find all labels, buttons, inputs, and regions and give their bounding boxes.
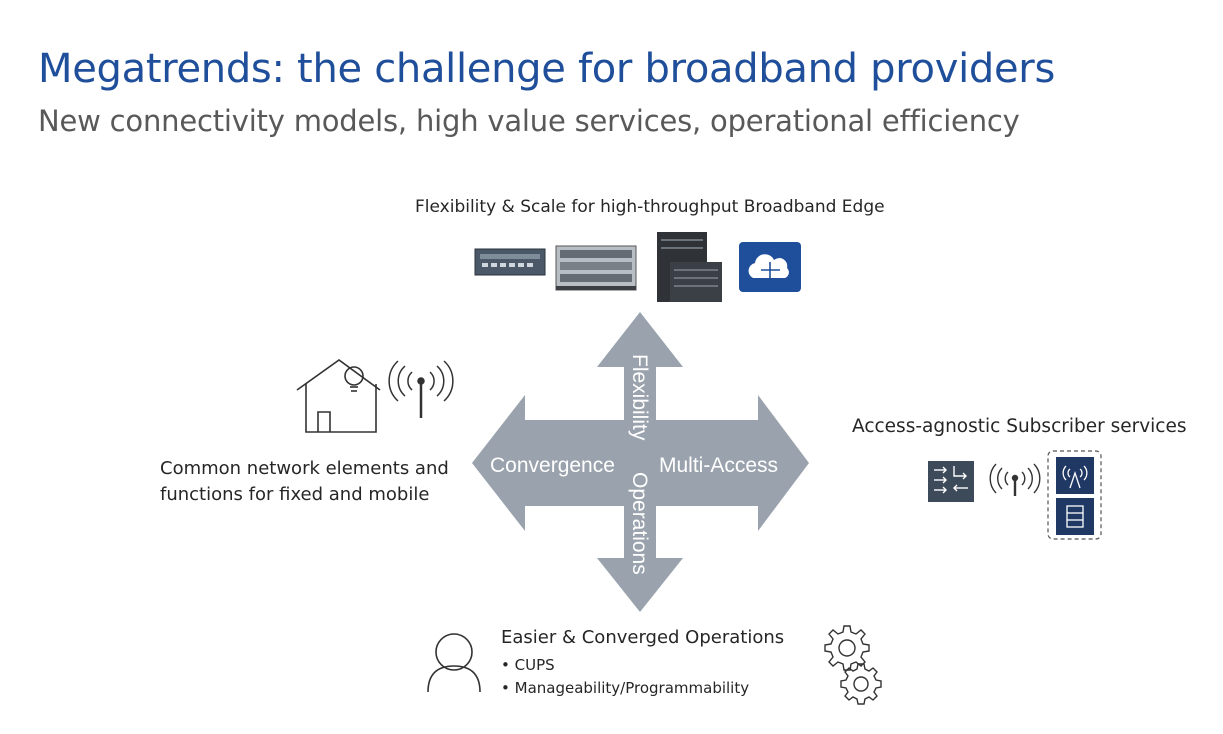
- left-text-line-2: functions for fixed and mobile: [160, 484, 430, 505]
- device-group-border: [1047, 450, 1102, 540]
- arrow-label-up: Flexibility: [628, 354, 651, 441]
- arrow-shape: [472, 312, 809, 612]
- antenna-icon: [388, 360, 454, 418]
- router-tower-icon: [657, 232, 722, 302]
- right-label: Access-agnostic Subscriber services: [852, 416, 1187, 437]
- slide-title: Megatrends: the challenge for broadband …: [38, 46, 1055, 92]
- lightbulb-icon: [344, 366, 364, 392]
- slide-subtitle: New connectivity models, high value serv…: [38, 104, 1020, 138]
- arrow-label-down: Operations: [628, 472, 651, 575]
- antenna-icon: [989, 463, 1041, 496]
- gear-icon: [824, 625, 870, 671]
- cross-arrow: Flexibility Operations Convergence Multi…: [472, 312, 809, 612]
- cell-tower-icon: [1056, 457, 1094, 494]
- router-chassis-icon: [555, 245, 637, 291]
- arrow-label-right: Multi-Access: [659, 454, 778, 477]
- arrow-label-left: Convergence: [490, 454, 615, 477]
- bottom-bullet-2: • Manageability/Programmability: [501, 679, 750, 697]
- server-icon: [1056, 498, 1094, 535]
- home-icon: [296, 359, 381, 433]
- bottom-bullet-1: • CUPS: [501, 656, 555, 674]
- person-icon: [427, 633, 481, 693]
- gear-icon: [840, 663, 882, 705]
- router-chassis-icon: [474, 248, 546, 276]
- left-text: Common network elements and functions fo…: [160, 456, 449, 508]
- bottom-title: Easier & Converged Operations: [501, 627, 785, 648]
- switch-icon: [928, 461, 974, 502]
- top-label: Flexibility & Scale for high-throughput …: [415, 197, 885, 217]
- left-text-line-1: Common network elements and: [160, 458, 449, 479]
- cloud-router-icon: [739, 242, 801, 292]
